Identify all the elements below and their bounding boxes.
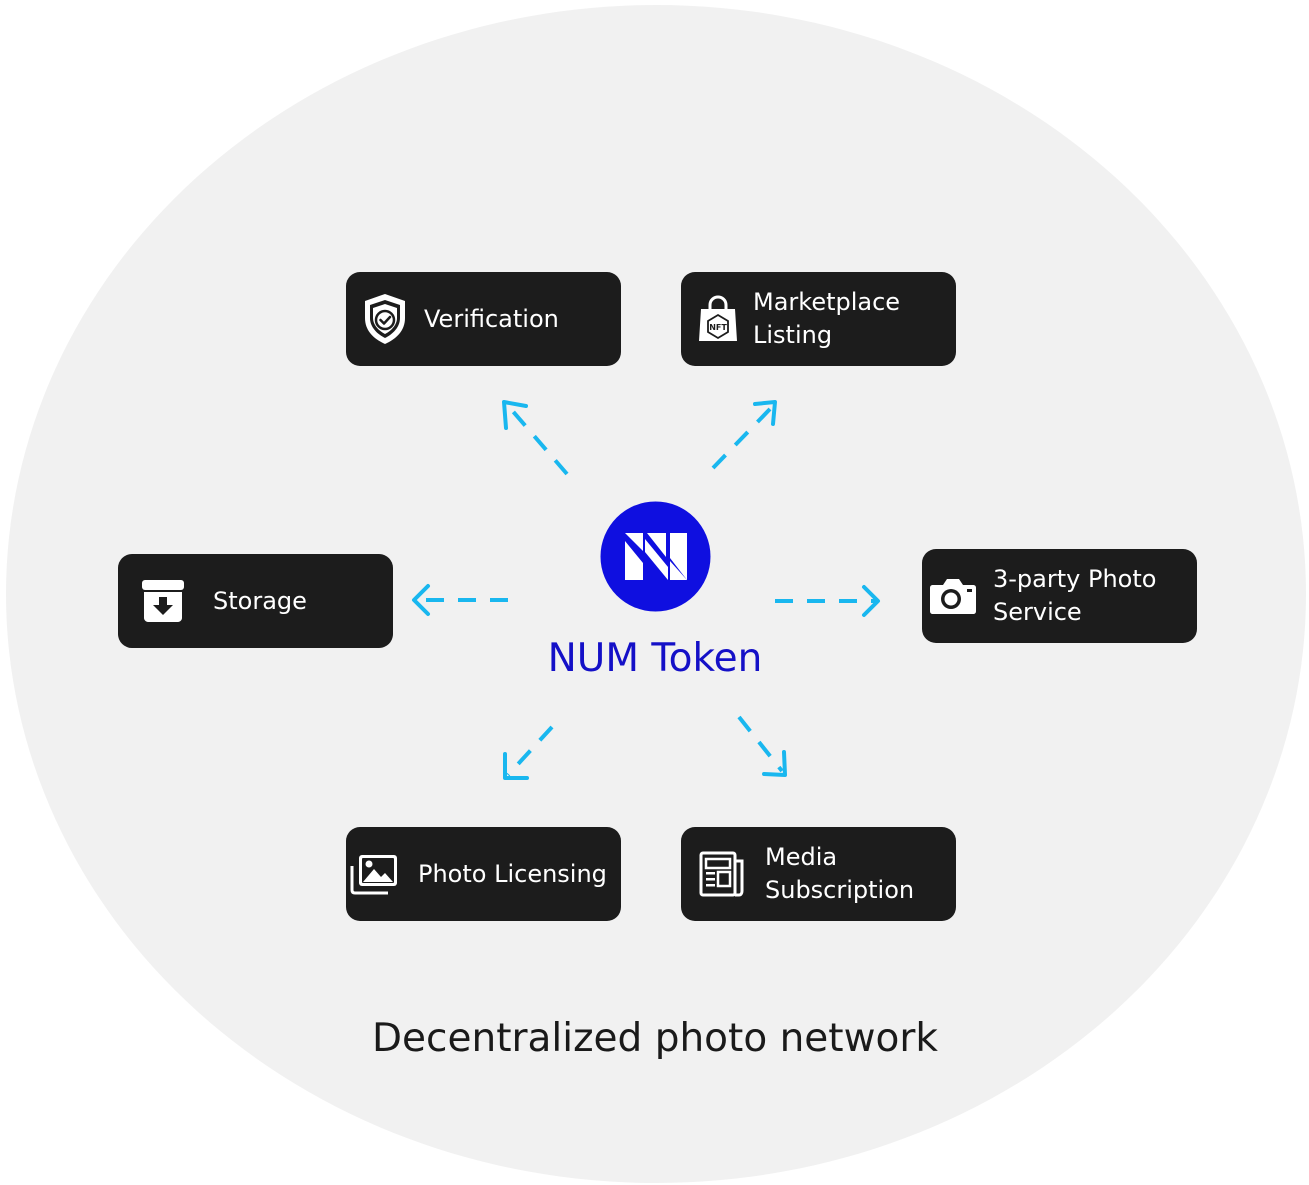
verification-label: Verification (424, 304, 559, 333)
svg-text:NFT: NFT (709, 323, 727, 332)
arrowhead-marketplace (753, 400, 777, 426)
arrow-to-verification (508, 406, 569, 476)
num-token-label: NUM Token (547, 636, 763, 681)
arrowhead-photo-licensing (503, 752, 529, 780)
network-caption: Decentralized photo network (372, 1016, 938, 1061)
storage-label: Storage (213, 586, 307, 615)
shield-check-icon (360, 291, 410, 347)
arrow-to-marketplace (711, 406, 773, 470)
verification-card[interactable]: Verification (346, 272, 621, 366)
newspaper-icon (697, 846, 747, 902)
archive-download-icon (138, 573, 188, 629)
photo-licensing-card[interactable]: Photo Licensing (346, 827, 621, 921)
images-icon (350, 846, 400, 902)
photo-service-label: 3-party Photo Service (993, 565, 1157, 626)
arrow-to-photo-licensing (506, 725, 554, 777)
arrowhead-media-subscription (762, 750, 787, 777)
arrowhead-photo-service (862, 585, 880, 617)
num-token-logo (600, 501, 711, 612)
storage-card[interactable]: Storage (118, 554, 393, 648)
arrowhead-verification (502, 400, 528, 430)
arrow-to-media-subscription (737, 715, 784, 773)
camera-icon (928, 568, 978, 624)
photo-licensing-label: Photo Licensing (418, 859, 607, 888)
marketplace-listing-label: Marketplace Listing (753, 288, 901, 349)
marketplace-listing-card[interactable]: NFT Marketplace Listing (681, 272, 956, 366)
arrowhead-storage (412, 584, 430, 616)
photo-service-card[interactable]: 3-party Photo Service (922, 549, 1197, 643)
media-subscription-label: Media Subscription (765, 843, 915, 904)
nft-shopping-bag-icon: NFT (693, 291, 743, 347)
media-subscription-card[interactable]: Media Subscription (681, 827, 956, 921)
